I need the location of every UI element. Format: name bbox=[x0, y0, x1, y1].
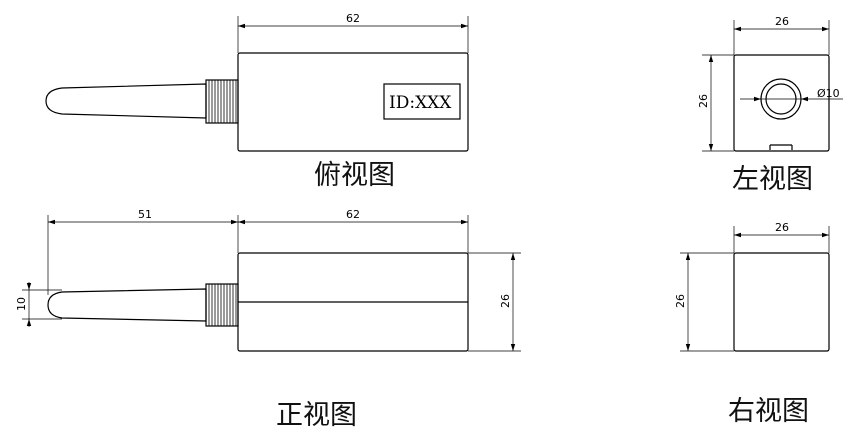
right-view-body bbox=[733, 252, 830, 352]
left-view-title: 左视图 bbox=[732, 164, 813, 195]
front-view-length-dimension: 62 bbox=[238, 208, 469, 253]
id-label: ID:XXX bbox=[389, 93, 452, 113]
front-view-antenna-length-dimension: 51 bbox=[47, 208, 239, 295]
right-view-title: 右视图 bbox=[728, 396, 809, 427]
top-view: ID:XXX 62 俯视图 bbox=[45, 12, 469, 191]
front-view-antenna bbox=[47, 283, 239, 327]
front-view-antenna-diameter-dimension: 10 bbox=[15, 282, 62, 327]
right-view-height-label: 26 bbox=[674, 294, 687, 308]
front-view-title: 正视图 bbox=[276, 400, 357, 431]
left-view-height-dimension: 26 bbox=[697, 54, 734, 152]
top-view-antenna bbox=[45, 79, 239, 124]
left-view-width-dimension: 26 bbox=[733, 15, 830, 55]
front-view-antenna-diameter-label: 10 bbox=[15, 297, 28, 311]
front-view-length-label: 62 bbox=[346, 208, 360, 221]
id-label-box bbox=[383, 83, 461, 120]
front-view-height-label: 26 bbox=[499, 294, 512, 308]
left-view-diameter-label: Ø10 bbox=[817, 87, 840, 100]
right-view-width-dimension: 26 bbox=[733, 221, 830, 253]
left-view-diameter-dimension: Ø10 bbox=[740, 87, 843, 102]
left-view-body bbox=[733, 54, 830, 152]
left-view: 26 26 Ø10 左视图 bbox=[697, 15, 843, 195]
left-view-height-label: 26 bbox=[697, 94, 710, 108]
top-view-title: 俯视图 bbox=[314, 160, 395, 191]
left-view-width-label: 26 bbox=[775, 15, 789, 28]
right-view-height-dimension: 26 bbox=[674, 252, 734, 352]
front-view: 51 62 10 26 正视图 bbox=[15, 208, 521, 431]
top-view-body bbox=[237, 52, 469, 152]
right-view-width-label: 26 bbox=[775, 221, 789, 234]
front-view-antenna-length-label: 51 bbox=[138, 208, 152, 221]
top-view-length-dimension: 62 bbox=[237, 12, 469, 53]
top-view-length-label: 62 bbox=[346, 12, 360, 25]
front-view-height-dimension: 26 bbox=[468, 252, 521, 352]
right-view: 26 26 右视图 bbox=[674, 221, 830, 427]
